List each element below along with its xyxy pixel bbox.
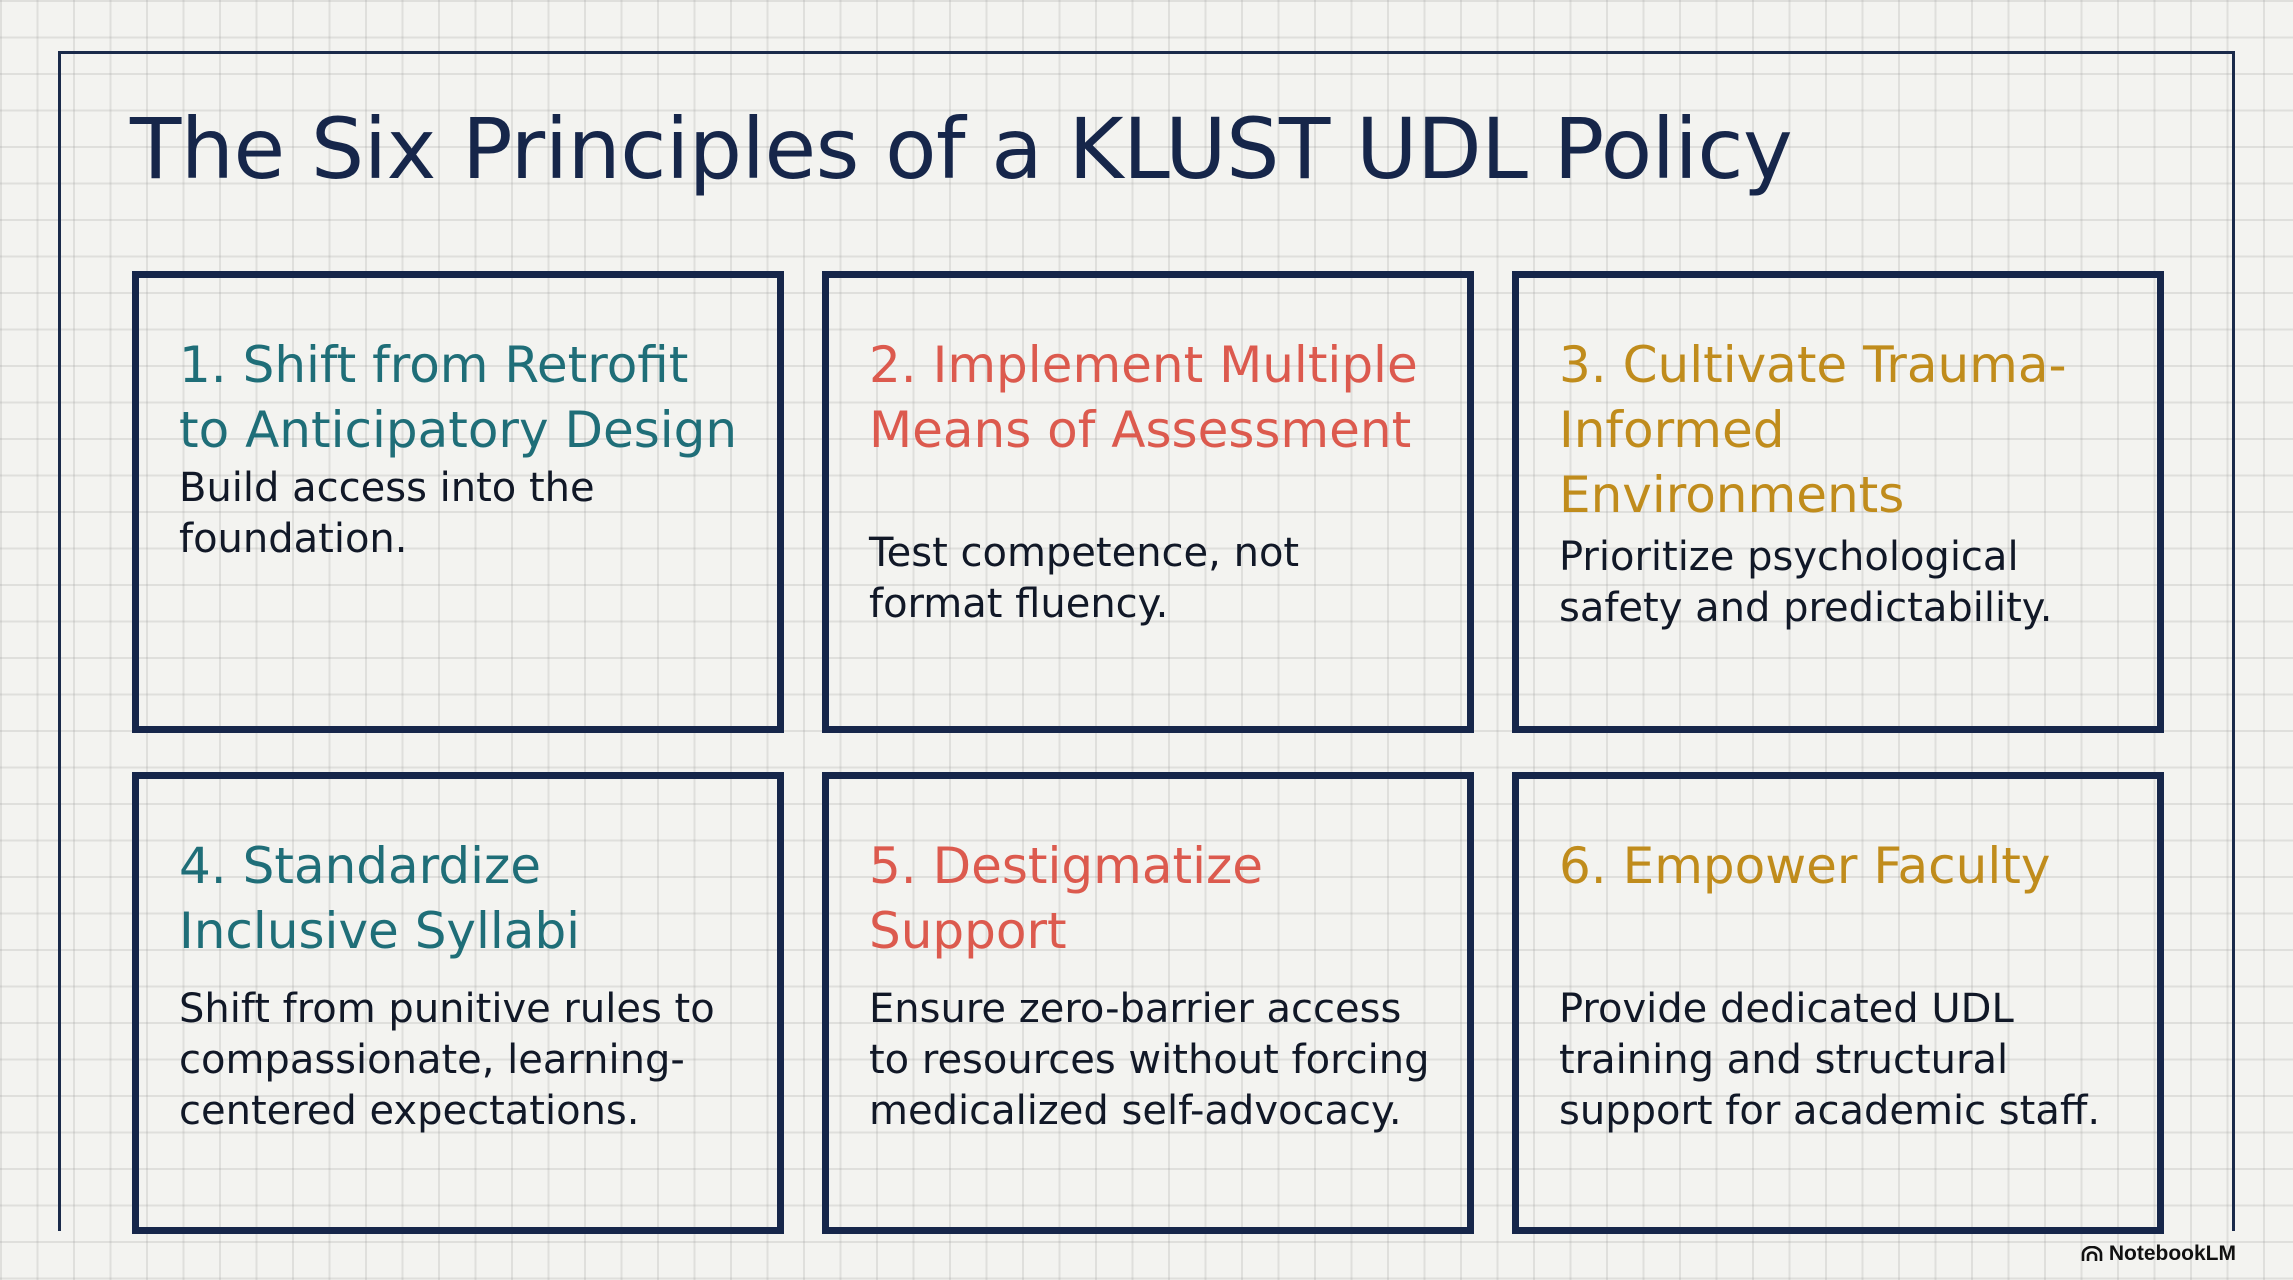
principle-heading: 3. Cultivate Trauma-Informed Environment… — [1559, 336, 2067, 524]
slide-frame — [58, 51, 2235, 1231]
principle-description: Provide dedicated UDL training and struc… — [1559, 986, 2101, 1134]
principle-heading: 5. Destigmatize Support — [869, 837, 1263, 960]
principle-heading: 2. Implement Multiple Means of Assessmen… — [869, 336, 1418, 459]
principle-description: Test competence, not format fluency. — [869, 530, 1300, 627]
principle-card-2: 2. Implement Multiple Means of Assessmen… — [822, 271, 1474, 733]
principle-description: Ensure zero-barrier access to resources … — [869, 986, 1430, 1134]
principle-heading: 6. Empower Faculty — [1559, 837, 2051, 895]
principle-description: Prioritize psychological safety and pred… — [1559, 534, 2053, 631]
principle-description: Build access into the foundation. — [179, 465, 595, 562]
principle-card-6: 6. Empower Faculty Provide dedicated UDL… — [1512, 772, 2164, 1234]
principle-description: Shift from punitive rules to compassiona… — [179, 986, 715, 1134]
principle-heading: 4. Standardize Inclusive Syllabi — [179, 837, 581, 960]
principle-card-1: 1. Shift from Retrofit to Anticipatory D… — [132, 271, 784, 733]
slide-title: The Six Principles of a KLUST UDL Policy — [130, 100, 1793, 198]
principle-card-5: 5. Destigmatize Support Ensure zero-barr… — [822, 772, 1474, 1234]
principle-card-3: 3. Cultivate Trauma-Informed Environment… — [1512, 271, 2164, 733]
principle-heading: 1. Shift from Retrofit to Anticipatory D… — [179, 336, 738, 459]
brand-label: NotebookLM — [2108, 1242, 2236, 1265]
notebooklm-logo-icon — [2081, 1246, 2103, 1261]
principle-card-4: 4. Standardize Inclusive Syllabi Shift f… — [132, 772, 784, 1234]
notebooklm-brand: NotebookLM — [2081, 1242, 2236, 1266]
